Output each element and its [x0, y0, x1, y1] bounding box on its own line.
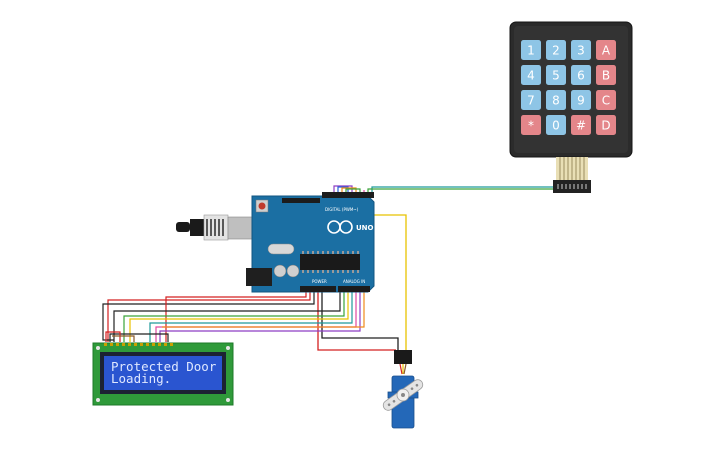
usb-cable-plug: [176, 222, 190, 232]
keypad-key-C[interactable]: [596, 90, 616, 110]
keypad-key-9[interactable]: [571, 90, 591, 110]
keypad-key-label: 1: [527, 44, 535, 58]
keypad-key-label: *: [528, 119, 534, 133]
capacitor: [273, 264, 287, 278]
keypad-key-label: 6: [577, 69, 585, 83]
header-digital: [322, 192, 374, 198]
keypad-key-3[interactable]: [571, 40, 591, 60]
lcd-screen: [104, 356, 222, 390]
keypad-key-hash[interactable]: [571, 115, 591, 135]
keypad-key-label: #: [576, 119, 586, 133]
keypad-key-label: 0: [552, 119, 560, 133]
keypad-key-0[interactable]: [546, 115, 566, 135]
analog-in-label: ANALOG IN: [343, 279, 365, 284]
lcd-line-1: Protected Door: [111, 359, 217, 374]
reset-button[interactable]: [258, 202, 266, 210]
header-power: [300, 286, 336, 292]
keypad-key-label: A: [602, 44, 611, 58]
keypad-key-label: 4: [527, 69, 535, 83]
keypad-key-B[interactable]: [596, 65, 616, 85]
servo-motor[interactable]: [381, 350, 424, 429]
header-analog: [338, 286, 370, 292]
arduino-logo-icon: [327, 220, 353, 234]
keypad-key-label: B: [602, 69, 610, 83]
keypad-key-7[interactable]: [521, 90, 541, 110]
keypad-connector: [553, 180, 591, 193]
digital-pwm-label: DIGITAL (PWM~): [325, 207, 359, 212]
header-top-left: [282, 198, 320, 203]
keypad-key-D[interactable]: [596, 115, 616, 135]
keypad-key-2[interactable]: [546, 40, 566, 60]
lcd-line-2: Loading.: [111, 371, 171, 386]
arduino-uno-board[interactable]: DIGITAL (PWM~) UNO POWER ANALOG IN: [176, 192, 375, 293]
keypad-key-label: 3: [577, 44, 585, 58]
capacitor: [286, 264, 300, 278]
lcd-16x2-display[interactable]: Protected Door Loading.: [92, 342, 234, 406]
keypad-key-star[interactable]: [521, 115, 541, 135]
keypad-key-label: D: [601, 119, 610, 133]
keypad-key-1[interactable]: [521, 40, 541, 60]
keypad-key-label: 9: [577, 94, 585, 108]
crystal-oscillator: [267, 243, 295, 255]
keypad-key-label: 7: [527, 94, 535, 108]
servo-connector: [394, 350, 412, 364]
keypad-key-label: 8: [552, 94, 560, 108]
keypad-key-8[interactable]: [546, 90, 566, 110]
atmega-chip: [300, 254, 360, 270]
keypad-key-A[interactable]: [596, 40, 616, 60]
wires: [102, 185, 557, 352]
board-name: UNO: [356, 224, 374, 232]
keypad-key-5[interactable]: [546, 65, 566, 85]
keypad-key-label: 2: [552, 44, 560, 58]
keypad-key-4[interactable]: [521, 65, 541, 85]
keypad-key-6[interactable]: [571, 65, 591, 85]
keypad-key-label: 5: [552, 69, 560, 83]
keypad-key-label: C: [602, 94, 610, 108]
keypad-4x4[interactable]: 1 2 3 A 4 5 6 B 7 8 9 C * 0 # D: [509, 21, 633, 193]
power-jack: [246, 268, 272, 286]
power-label: POWER: [312, 279, 327, 284]
